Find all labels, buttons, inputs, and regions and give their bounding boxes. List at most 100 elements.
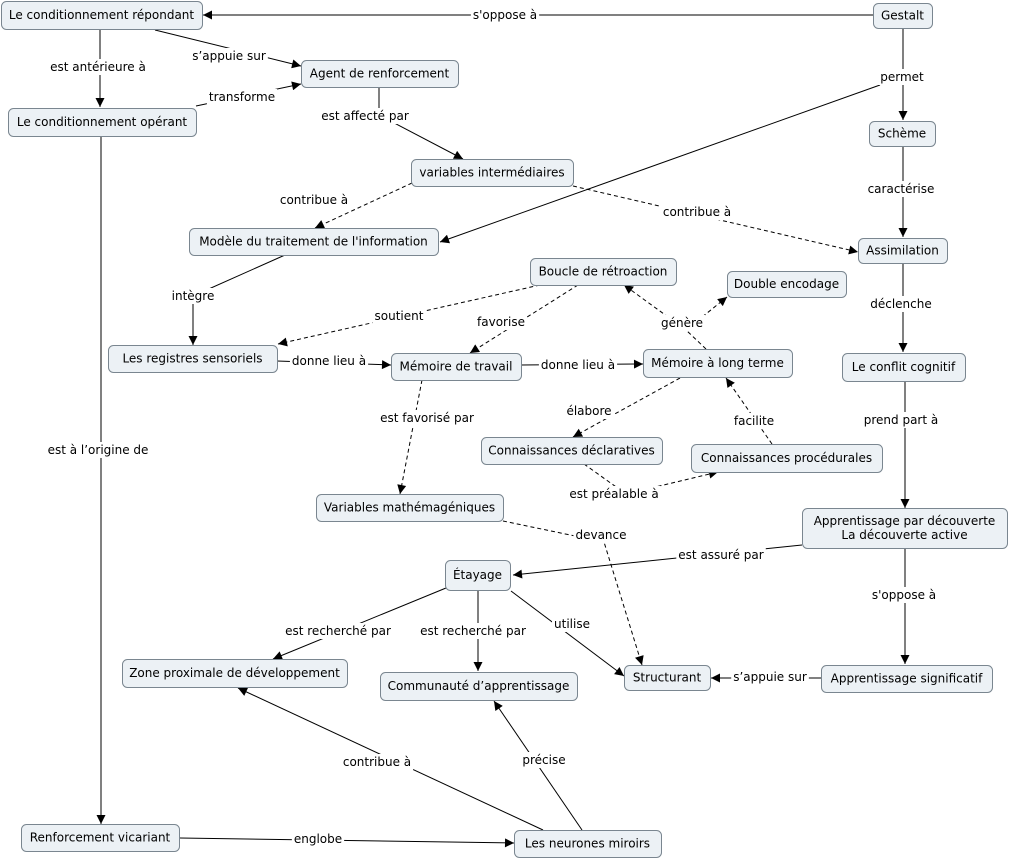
concept-modele[interactable]: Modèle du traitement de l'information <box>189 228 439 256</box>
link-label-prend_part: prend part à <box>864 413 938 427</box>
edge-favorise_par <box>397 379 423 495</box>
concept-label: Schème <box>878 127 926 141</box>
link-label-bg <box>48 59 148 75</box>
concept-label: Variables mathémagéniques <box>324 501 495 515</box>
concept-proc[interactable]: Connaissances procédurales <box>691 444 883 473</box>
link-label-declenche: déclenche <box>870 297 932 311</box>
link-label-soutient: soutient <box>375 309 424 323</box>
concept-boucle[interactable]: Boucle de rétroaction <box>530 258 677 286</box>
concept-cond-rep[interactable]: Le conditionnement répondant <box>1 1 203 30</box>
concept-label: Assimilation <box>866 244 939 258</box>
link-label-bg <box>470 7 540 23</box>
link-label-facilite: facilite <box>734 414 774 428</box>
concept-box <box>8 108 197 137</box>
concept-label: Gestalt <box>881 9 924 23</box>
concept-mlt[interactable]: Mémoire à long terme <box>643 349 793 378</box>
link-label-bg <box>291 831 345 847</box>
concept-label: Structurant <box>633 671 702 685</box>
link-label-bg <box>552 616 592 632</box>
link-label-utilise: utilise <box>554 617 590 631</box>
concept-box <box>727 271 847 298</box>
concept-label: Mémoire de travail <box>400 360 513 374</box>
link-label-anterieure: est antérieure à <box>50 60 146 74</box>
concept-box <box>1 1 203 30</box>
concept-box <box>122 659 348 688</box>
concept-mt[interactable]: Mémoire de travail <box>391 353 522 381</box>
concept-label: Apprentissage par découverte <box>814 514 996 528</box>
concept-label: variables intermédiaires <box>419 166 564 180</box>
concept-box <box>858 238 948 264</box>
concept-structurant[interactable]: Structurant <box>624 665 711 691</box>
link-label-bg <box>868 296 934 312</box>
link-label-prealable: est préalable à <box>569 487 658 501</box>
concept-box <box>643 349 793 378</box>
link-label-englobe: englobe <box>294 832 342 846</box>
concept-label: Agent de renforcement <box>310 67 450 81</box>
concept-box <box>624 665 711 691</box>
link-label-oppose2: s'oppose à <box>872 588 936 602</box>
concept-double[interactable]: Double encodage <box>727 271 847 298</box>
concept-label: Connaissances procédurales <box>701 451 872 465</box>
concept-decl[interactable]: Connaissances déclaratives <box>481 437 663 465</box>
edge-contribue1 <box>314 182 413 229</box>
link-label-bg <box>190 48 268 64</box>
concept-registres[interactable]: Les registres sensoriels <box>108 345 278 373</box>
link-label-favorise_par: est favorisé par <box>380 411 474 425</box>
link-label-bg <box>475 314 527 330</box>
link-label-bg <box>319 108 411 124</box>
concept-label: Les neurones miroirs <box>525 837 650 851</box>
concept-box <box>411 159 574 187</box>
concept-label: Le conditionnement répondant <box>9 8 195 22</box>
concept-etayage[interactable]: Étayage <box>445 560 511 591</box>
link-label-contribue2: contribue à <box>663 205 731 219</box>
concept-label: Communauté d’apprentissage <box>388 679 570 693</box>
concept-box <box>189 228 439 256</box>
concept-label: Le conditionnement opérant <box>17 115 188 129</box>
link-label-bg <box>289 353 369 369</box>
concept-box <box>530 258 677 286</box>
concept-cond-op[interactable]: Le conditionnement opérant <box>8 108 197 137</box>
concept-label: Zone proximale de développement <box>129 666 340 680</box>
link-label-contribue1: contribue à <box>280 193 348 207</box>
link-label-bg <box>861 412 941 428</box>
link-label-recherche1: est recherché par <box>285 624 391 638</box>
link-label-bg <box>573 527 629 543</box>
link-label-genere: génère <box>661 316 703 330</box>
concept-label: Connaissances déclaratives <box>488 444 654 458</box>
link-label-bg <box>283 623 393 639</box>
concept-box <box>301 60 459 88</box>
concept-label: Apprentissage significatif <box>831 672 984 686</box>
concept-neurones[interactable]: Les neurones miroirs <box>514 830 662 858</box>
concept-label: Double encodage <box>734 277 839 291</box>
concept-renf-vic[interactable]: Renforcement vicariant <box>21 824 180 852</box>
link-label-origine: est à l’origine de <box>48 443 149 457</box>
concept-zpd[interactable]: Zone proximale de développement <box>122 659 348 688</box>
concept-box <box>873 3 933 29</box>
link-label-bg <box>865 181 937 197</box>
concept-assim[interactable]: Assimilation <box>858 238 948 264</box>
concept-label: Étayage <box>453 567 502 582</box>
concept-varmath[interactable]: Variables mathémagéniques <box>316 494 504 522</box>
link-label-recherche2: est recherché par <box>420 624 526 638</box>
link-label-bg <box>660 204 734 220</box>
link-label-bg <box>878 69 927 85</box>
concept-app-sig[interactable]: Apprentissage significatif <box>821 665 993 693</box>
concept-var-int[interactable]: variables intermédiaires <box>411 159 574 187</box>
concept-agent[interactable]: Agent de renforcement <box>301 60 459 88</box>
concept-label: La découverte active <box>841 528 967 542</box>
concept-gestalt[interactable]: Gestalt <box>873 3 933 29</box>
link-label-bg <box>567 486 661 502</box>
edge-genere-boucle <box>623 284 707 350</box>
concept-box <box>380 672 578 701</box>
concept-box <box>802 508 1008 549</box>
link-label-elabore: élabore <box>566 404 611 418</box>
link-label-assure: est assuré par <box>678 548 763 562</box>
concept-communaute[interactable]: Communauté d’apprentissage <box>380 672 578 701</box>
concept-label: Mémoire à long terme <box>651 356 784 370</box>
concept-conflit[interactable]: Le conflit cognitif <box>842 353 966 382</box>
link-label-permet: permet <box>880 70 924 84</box>
concept-box <box>821 665 993 693</box>
concept-scheme[interactable]: Schème <box>869 121 936 147</box>
link-label-bg <box>277 192 351 208</box>
